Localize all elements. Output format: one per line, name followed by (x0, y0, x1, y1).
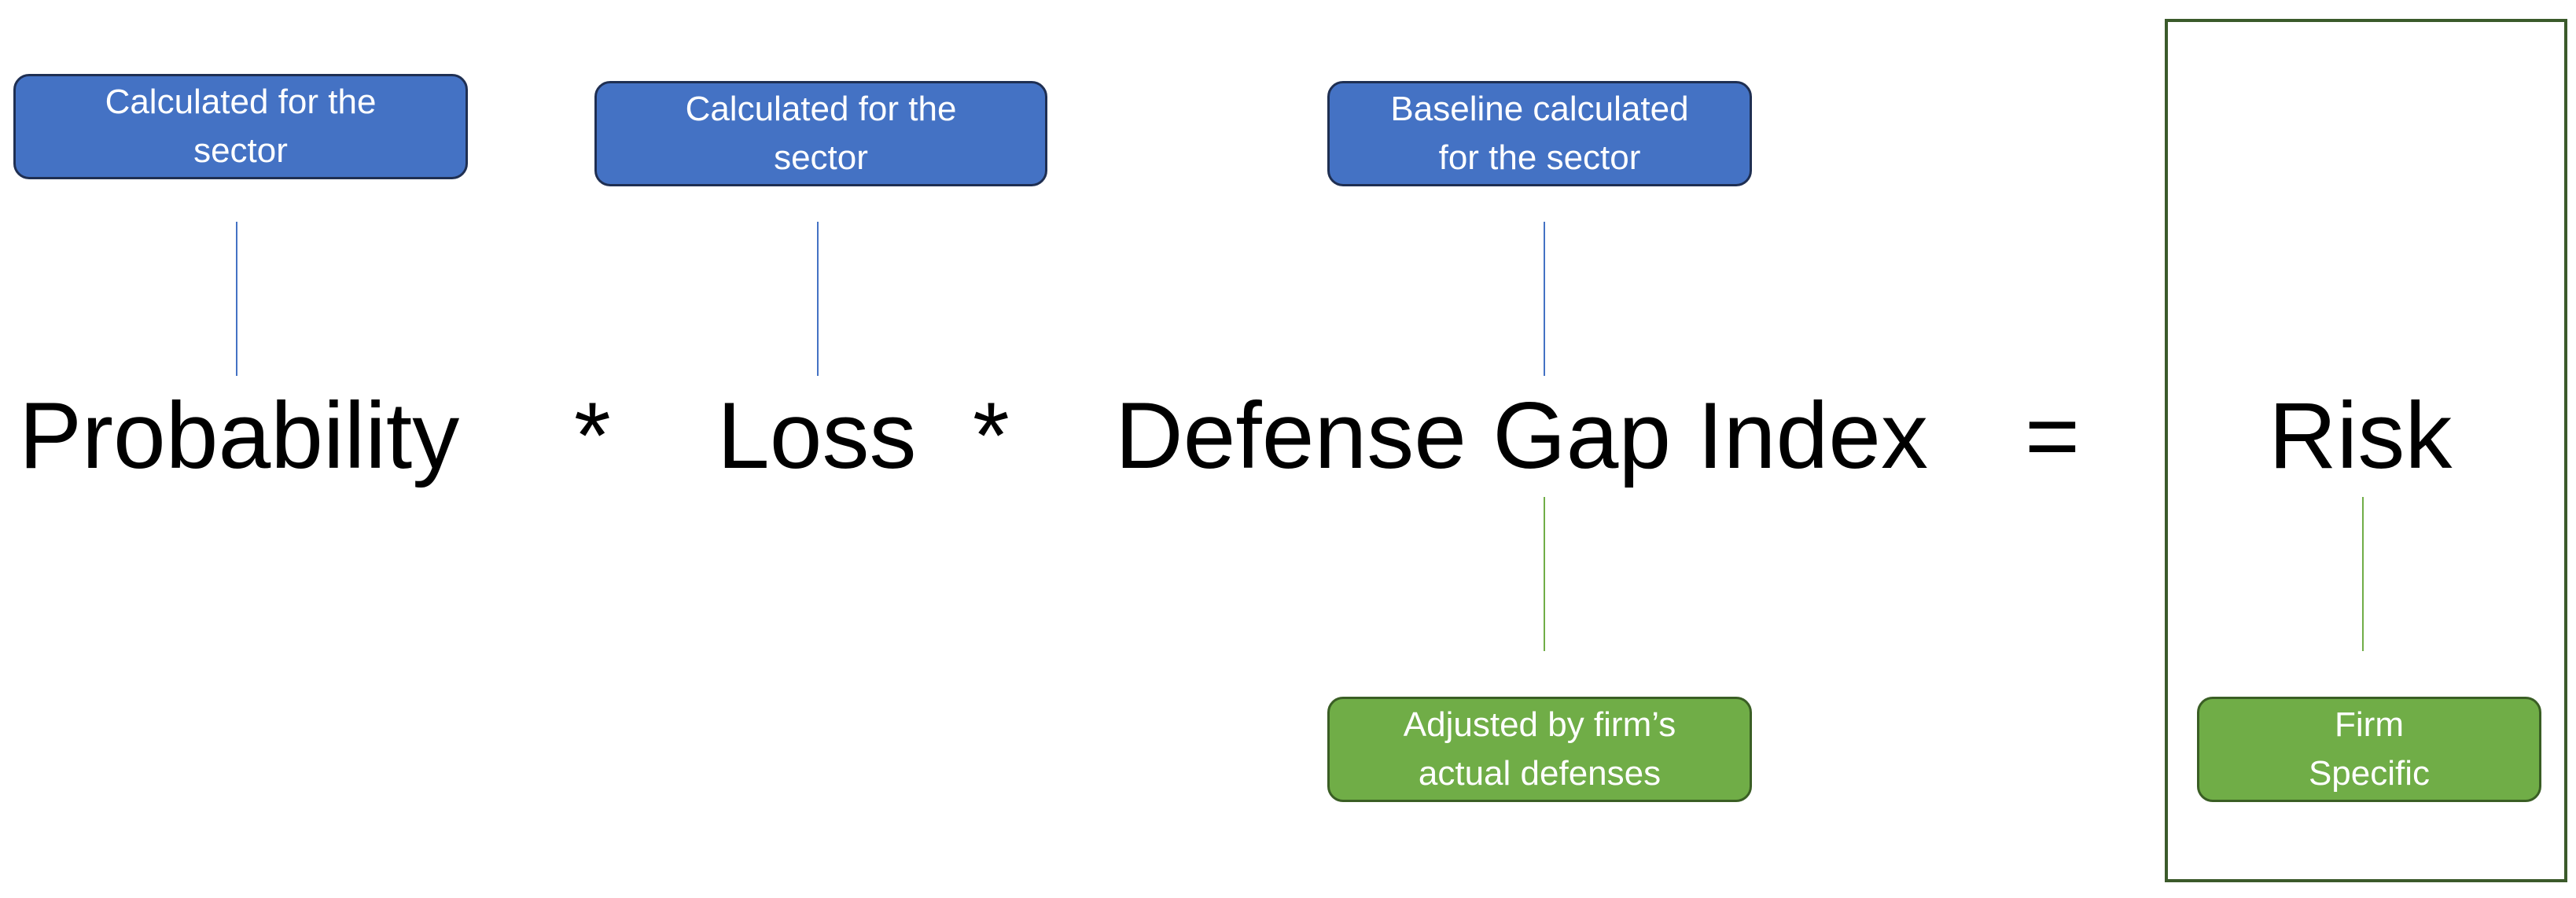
probability-term: Probability (19, 383, 460, 488)
loss-connector (817, 222, 819, 376)
dgi-top-box-line2: for the sector (1438, 138, 1641, 177)
risk-box-line1: Firm (2335, 705, 2404, 744)
multiply-operator-1: * (574, 383, 611, 488)
dgi-bottom-box-line2: actual defenses (1418, 754, 1662, 793)
risk-highlight-frame (2165, 19, 2567, 882)
loss-box-line2: sector (774, 138, 868, 177)
dgi-bottom-box-line1: Adjusted by firm’s (1403, 705, 1676, 744)
dgi-adjusted-box: Adjusted by firm’s actual defenses (1327, 697, 1752, 802)
probability-box-line1: Calculated for the (105, 83, 377, 121)
probability-box-line2: sector (193, 131, 288, 170)
probability-connector (236, 222, 237, 376)
dgi-top-box-line1: Baseline calculated (1390, 90, 1689, 128)
probability-sector-box: Calculated for the sector (13, 74, 468, 179)
dgi-baseline-box: Baseline calculated for the sector (1327, 81, 1752, 186)
firm-specific-box: Firm Specific (2197, 697, 2541, 802)
equals-operator: = (2025, 383, 2081, 488)
loss-box-line1: Calculated for the (685, 90, 957, 128)
defense-gap-index-term: Defense Gap Index (1115, 383, 1929, 488)
dgi-bottom-connector (1544, 497, 1545, 651)
multiply-operator-2: * (973, 383, 1010, 488)
loss-term: Loss (717, 383, 917, 488)
risk-box-line2: Specific (2308, 754, 2431, 793)
risk-connector (2362, 497, 2364, 651)
risk-term: Risk (2269, 383, 2453, 488)
loss-sector-box: Calculated for the sector (594, 81, 1047, 186)
dgi-top-connector (1544, 222, 1545, 376)
